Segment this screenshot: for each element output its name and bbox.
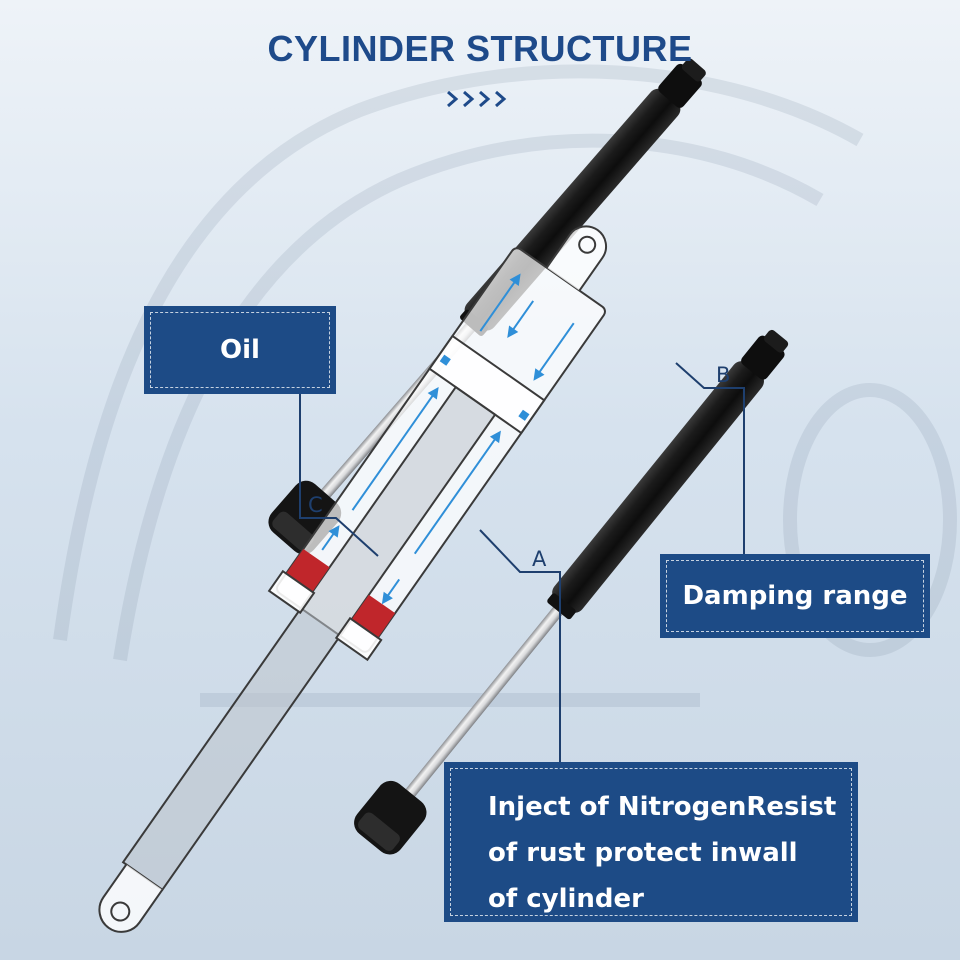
marker-c: C [308, 493, 323, 517]
leader-nitrogen [479, 529, 561, 762]
leader-oil [299, 394, 379, 557]
label-oil-text: Oil [220, 335, 260, 365]
strut-left-top-fitting [681, 58, 706, 82]
section-bottom-eyelet [98, 863, 164, 933]
strut-right-rod [405, 599, 568, 798]
label-nitrogen-line-1: Inject of NitrogenResist [488, 792, 837, 822]
flow-arrows [321, 273, 575, 605]
label-oil: Oil [144, 306, 336, 394]
marker-a: A [532, 547, 547, 571]
leader-damping [675, 362, 745, 554]
gas-strut-right [354, 329, 789, 855]
leader-lines [299, 362, 745, 762]
page-title: CYLINDER STRUCTURE [267, 28, 693, 69]
cylinder-cross-section [98, 225, 607, 933]
strut-right-collar [547, 593, 576, 620]
label-nitrogen-line-2: of rust protect inwall [488, 838, 798, 868]
marker-b: B [716, 363, 730, 387]
strut-right-top-fitting [763, 329, 789, 353]
label-damping-text: Damping range [682, 581, 908, 611]
section-seal-bottom [351, 594, 396, 638]
section-seal-top [286, 548, 330, 592]
label-nitrogen-line-3: of cylinder [488, 884, 644, 914]
strut-right-cylinder [552, 361, 764, 613]
label-nitrogen: Inject of NitrogenResist of rust protect… [444, 762, 858, 922]
section-top-eyelet [545, 225, 607, 292]
label-damping-range: Damping range [660, 554, 930, 638]
title-chevrons-icon [447, 90, 507, 108]
